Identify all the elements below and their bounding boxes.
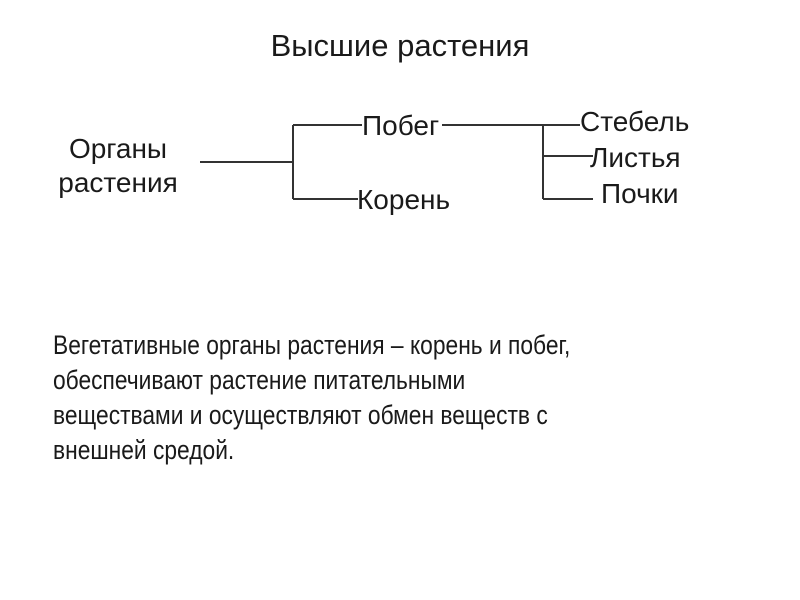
root-node-line1: Органы [68,133,168,164]
root-node: Органы растения [48,132,188,200]
node-root: Корень [357,184,451,215]
node-stem: Стебель [580,106,690,137]
node-shoot: Побег [362,110,440,141]
node-buds: Почки [601,178,679,209]
root-node-line2: растения [58,167,178,198]
slide-title: Высшие растения [270,28,530,63]
node-leaves: Листья [590,142,681,173]
description-paragraph: Вегетативные органы растения – корень и … [53,328,775,468]
description-line: веществами и осуществляют обмен веществ … [53,400,548,430]
description-line: внешней средой. [53,435,235,465]
description-line: обеспечивают растение питательными [53,365,466,395]
description-line: Вегетативные органы растения – корень и … [53,330,571,360]
